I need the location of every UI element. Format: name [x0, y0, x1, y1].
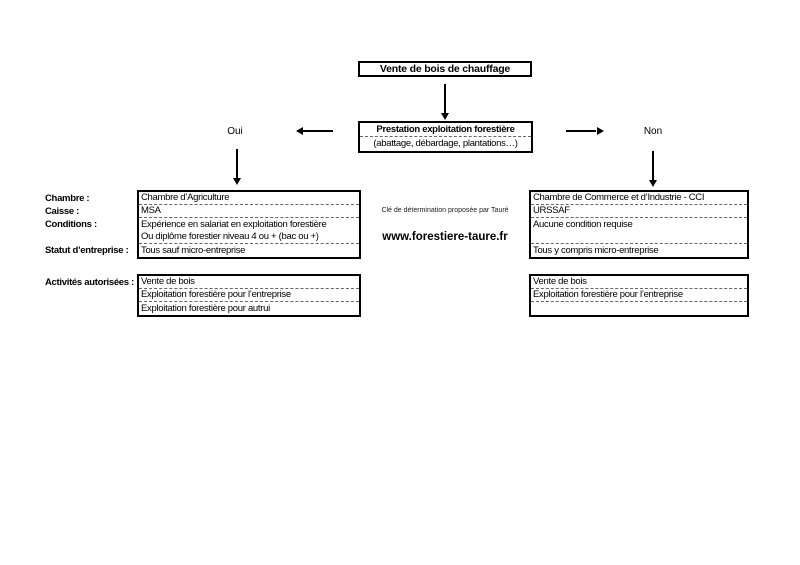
no-condition-line2-cell	[531, 231, 747, 244]
arrow-head	[441, 113, 449, 120]
branch-label-non: Non	[643, 126, 663, 137]
yes-branch-activities-box: Vente de bois Exploitation forestière po…	[137, 274, 361, 317]
yes-branch-info-box: Chambre d’Agriculture MSA Expérience en …	[137, 190, 361, 259]
credit-note: Clé de détermination proposée par Tauré	[381, 207, 509, 214]
yes-activity-row: Exploitation forestière pour l’entrepris…	[139, 289, 359, 302]
root-node-box: Vente de bois de chauffage	[358, 61, 532, 77]
arrow-shaft	[236, 149, 238, 179]
row-label-chambre: Chambre :	[45, 193, 90, 204]
decision-node-box: Prestation exploitation forestière (abat…	[358, 121, 533, 153]
yes-activity-row: Vente de bois	[139, 276, 359, 289]
arrow-shaft	[652, 151, 654, 181]
yes-caisse-cell: MSA	[139, 205, 359, 218]
row-label-conditions: Conditions :	[45, 219, 97, 230]
no-branch-info-box: Chambre de Commerce et d’Industrie - CCI…	[529, 190, 749, 259]
no-statut-cell: Tous y compris micro-entreprise	[533, 245, 659, 256]
row-label-activites: Activités autorisées :	[45, 277, 134, 288]
row-label-statut: Statut d’entreprise :	[45, 245, 129, 256]
arrow-down-icon-root	[440, 84, 450, 120]
no-activity-row: Exploitation forestière pour l’entrepris…	[531, 289, 747, 302]
no-caisse-cell: URSSAF	[531, 205, 747, 218]
arrow-down-icon-oui	[232, 149, 242, 185]
root-node-label: Vente de bois de chauffage	[379, 63, 511, 75]
arrow-head	[649, 180, 657, 187]
arrow-left-icon	[296, 127, 334, 135]
no-branch-activities-box: Vente de bois Exploitation forestière po…	[529, 274, 749, 317]
arrow-head	[597, 127, 604, 135]
arrow-head	[233, 178, 241, 185]
no-chambre-cell: Chambre de Commerce et d’Industrie - CCI	[531, 192, 747, 205]
website-text: www.forestiere-taure.fr	[382, 231, 508, 243]
yes-condition-line2-cell: Ou diplôme forestier niveau 4 ou + (bac …	[139, 231, 359, 244]
no-condition-line1-cell: Aucune condition requise	[533, 219, 633, 230]
row-label-caisse: Caisse :	[45, 206, 80, 217]
yes-activity-row: Exploitation forestière pour autrui	[141, 303, 270, 314]
arrow-down-icon-non	[648, 151, 658, 187]
arrow-head	[296, 127, 303, 135]
arrow-shaft	[444, 84, 446, 114]
yes-condition-line1-cell: Expérience en salariat en exploitation f…	[141, 219, 327, 230]
arrow-shaft	[303, 130, 333, 132]
no-activity-row	[531, 302, 747, 315]
decision-subtitle: (abattage, débardage, plantations…)	[373, 138, 518, 149]
yes-chambre-cell: Chambre d’Agriculture	[139, 192, 359, 205]
yes-statut-cell: Tous sauf micro-entreprise	[141, 245, 246, 256]
arrow-shaft	[566, 130, 596, 132]
branch-label-oui: Oui	[227, 126, 243, 137]
no-activity-row: Vente de bois	[531, 276, 747, 289]
arrow-right-icon	[566, 127, 604, 135]
decision-title: Prestation exploitation forestière	[360, 123, 531, 137]
